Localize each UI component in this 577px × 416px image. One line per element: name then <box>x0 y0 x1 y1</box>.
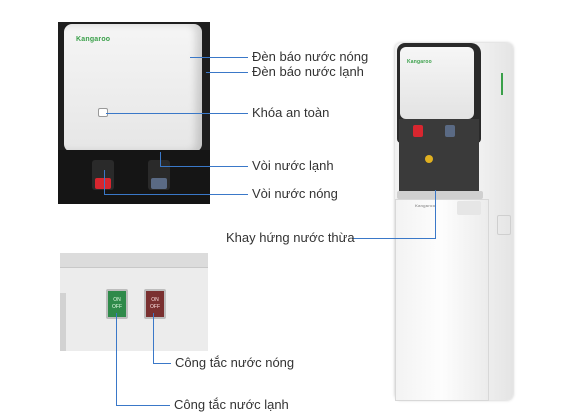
line-cold-tap-h <box>160 166 248 167</box>
line-cold-switch-v <box>116 313 117 405</box>
cold-switch-off: OFF <box>112 304 122 310</box>
label-hot-indicator: Đèn báo nước nóng <box>252 49 369 64</box>
line-cold-switch-h <box>116 405 170 406</box>
hot-switch-off: OFF <box>150 304 160 310</box>
line-cold-indicator <box>206 72 248 73</box>
dispenser-full: Kangaroo Kangaroo <box>391 43 521 401</box>
brand-logo: Kangaroo <box>76 36 111 43</box>
line-hot-indicator <box>190 57 248 58</box>
label-hot-switch: Công tắc nước nóng <box>175 355 295 370</box>
drip-tray <box>397 191 483 199</box>
label-cold-indicator: Đèn báo nước lạnh <box>252 64 364 79</box>
cold-switch-on: ON <box>113 297 121 303</box>
line-drip-tray-v <box>435 190 436 238</box>
label-safety-lock: Khóa an toàn <box>252 105 330 120</box>
label-cold-tap: Vòi nước lạnh <box>252 158 334 173</box>
dispensing-area <box>399 119 479 199</box>
hot-switch-on: ON <box>151 297 159 303</box>
line-drip-tray-h <box>352 238 436 239</box>
safety-lock-button <box>98 108 108 117</box>
side-brand-strip <box>501 73 503 95</box>
label-cold-switch: Công tắc nước lạnh <box>174 397 289 412</box>
dispenser-cold-tap <box>445 125 455 137</box>
cold-switch: ON OFF <box>106 289 128 319</box>
cabinet-handle <box>457 201 481 215</box>
back-panel-edge <box>60 293 66 351</box>
side-vent <box>497 215 511 235</box>
back-panel-top <box>60 253 208 268</box>
hot-switch: ON OFF <box>144 289 166 319</box>
line-safety-lock <box>106 113 248 114</box>
line-hot-switch-v <box>153 313 154 363</box>
inset-back-switches: ON OFF ON OFF <box>60 253 208 351</box>
label-hot-tap: Vòi nước nóng <box>252 186 338 201</box>
label-drip-tray: Khay hứng nước thừa <box>226 230 355 245</box>
line-hot-tap-h <box>104 194 248 195</box>
dispenser-top-panel <box>400 47 474 119</box>
cabinet-brand-logo: Kangaroo <box>415 203 436 208</box>
panel-shadow <box>58 150 210 204</box>
dispenser-hot-tap <box>413 125 423 137</box>
cold-tap-blue <box>151 178 167 189</box>
line-hot-tap-v <box>104 170 105 194</box>
hot-tap-red <box>95 178 111 189</box>
line-cold-tap-v <box>160 152 161 166</box>
control-panel <box>64 24 202 152</box>
dispenser-indicator-dot <box>425 155 433 163</box>
cabinet-door <box>395 199 489 401</box>
dispenser-brand-logo: Kangaroo <box>407 59 432 65</box>
line-hot-switch-h <box>153 363 171 364</box>
